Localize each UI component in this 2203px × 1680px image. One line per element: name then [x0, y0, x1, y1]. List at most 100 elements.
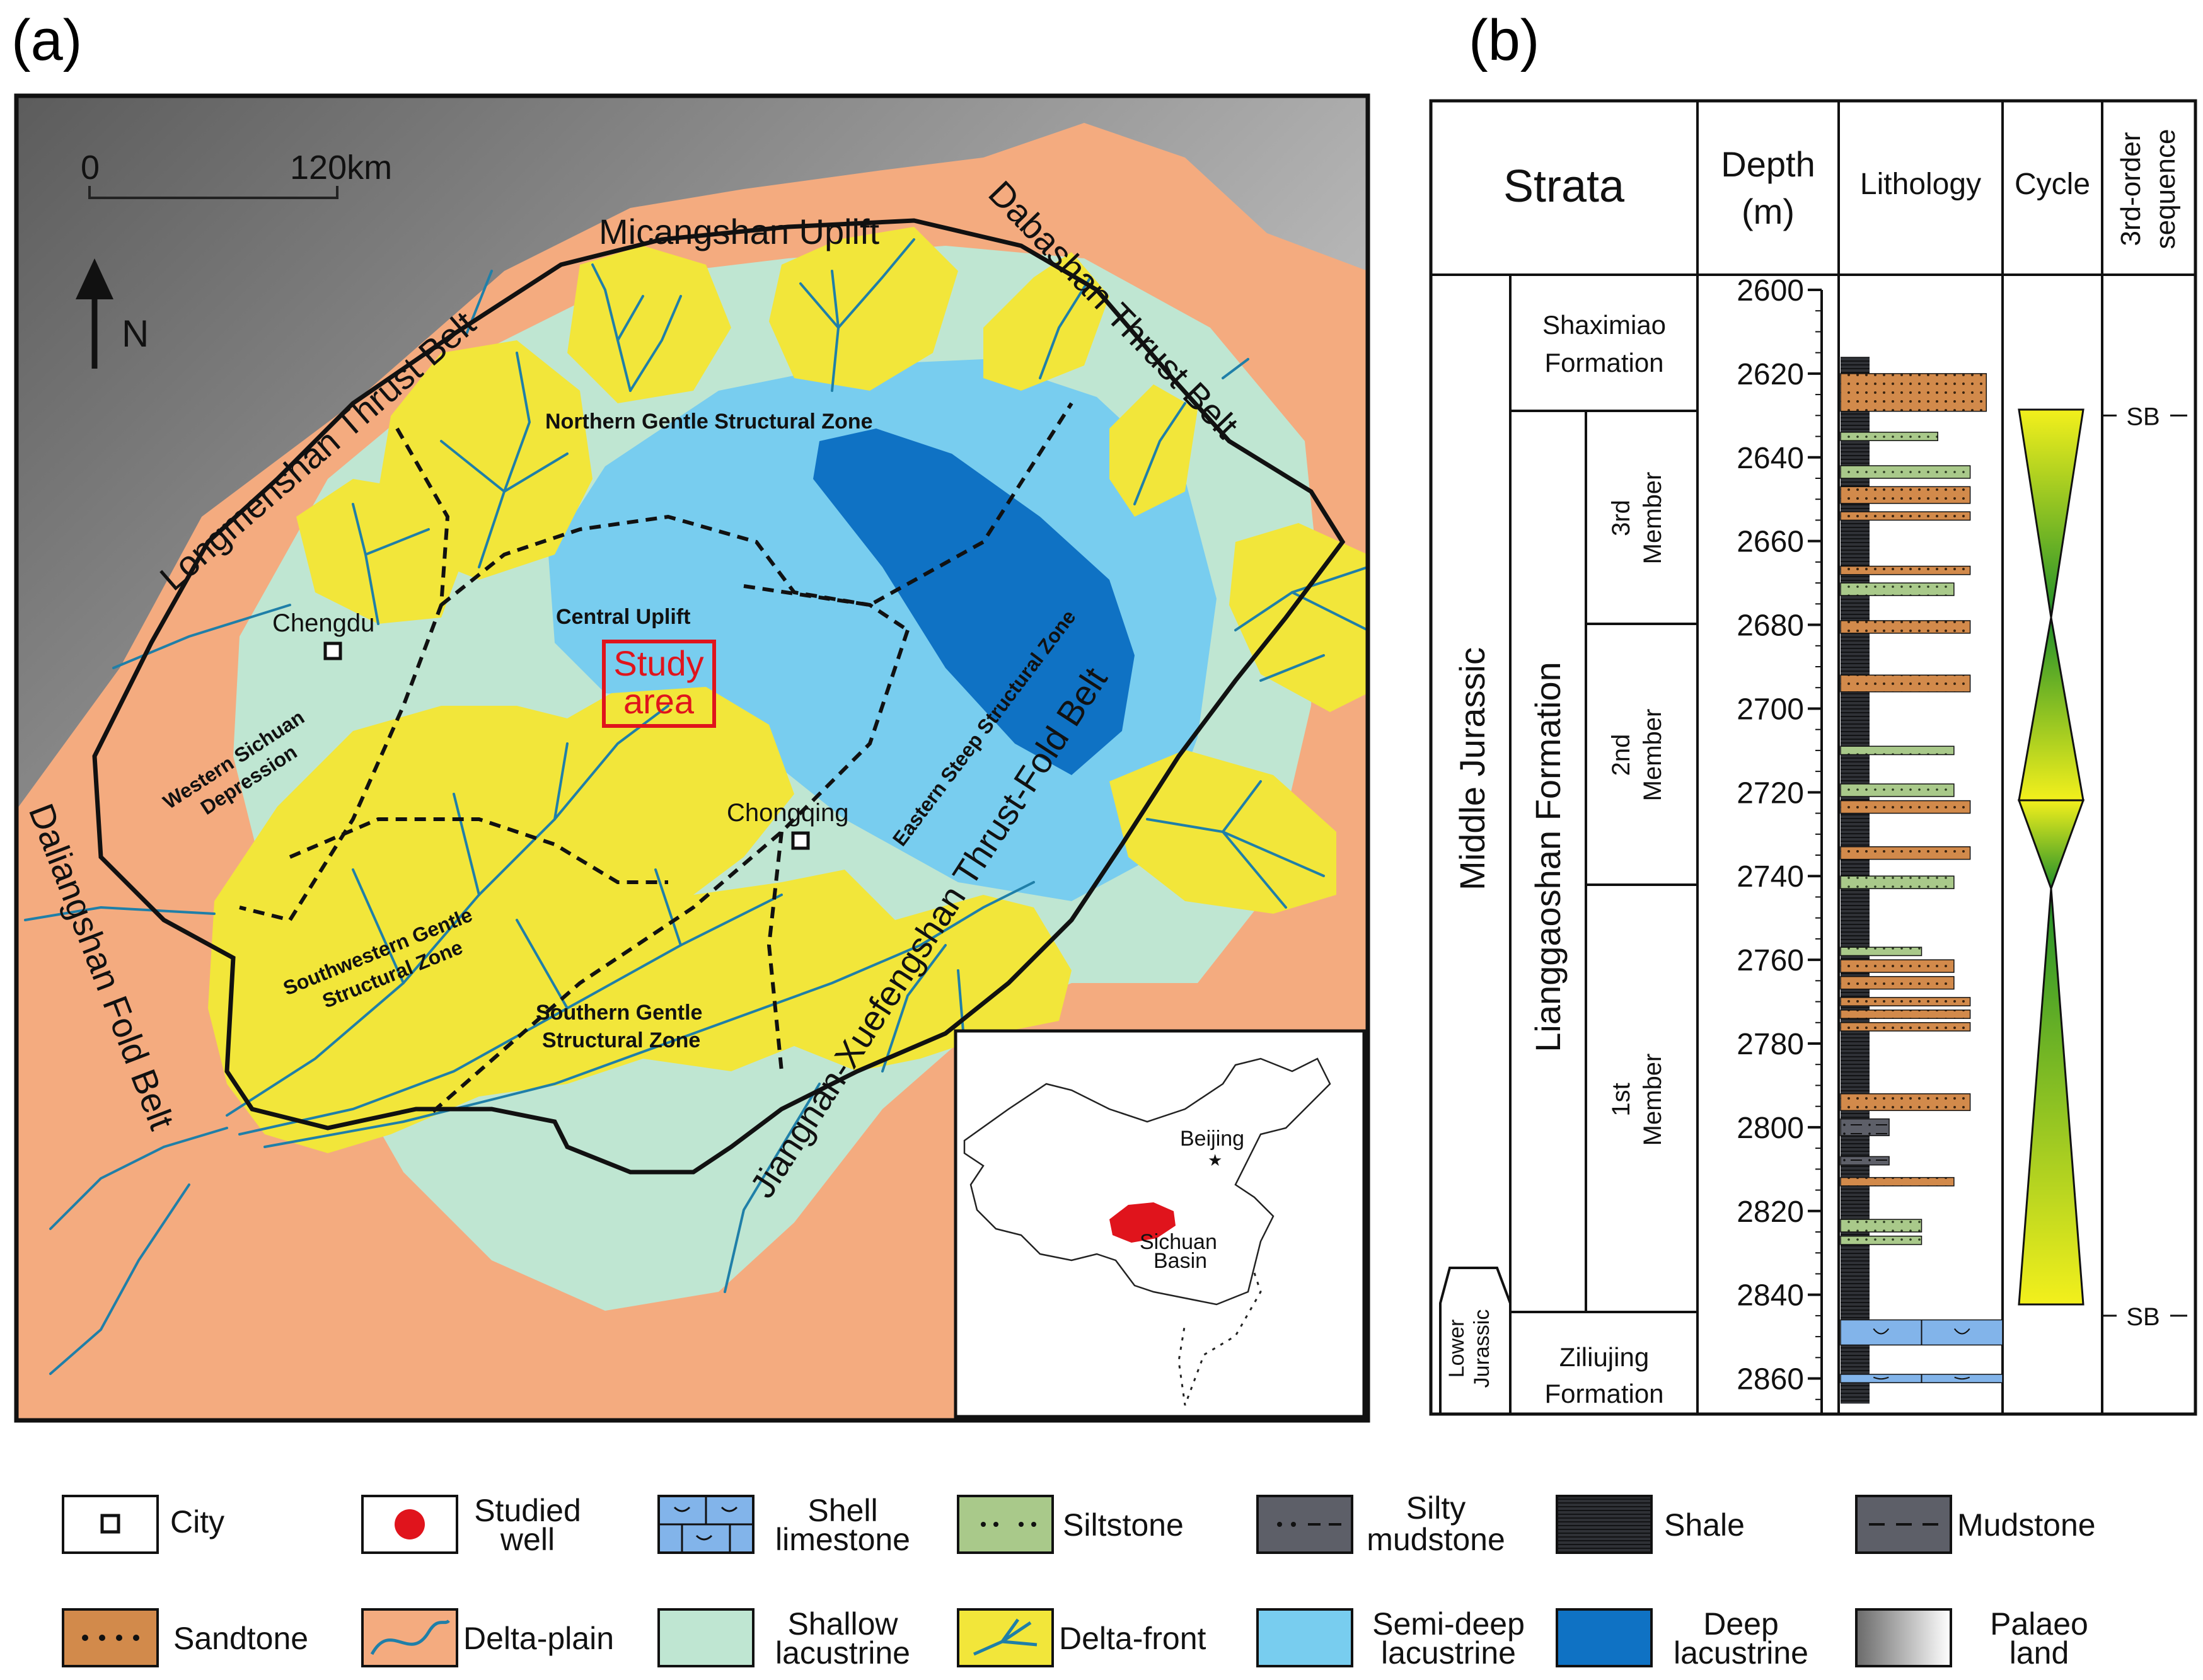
strat-column: Strata Depth (m) Lithology Cycle 3rd-ord…: [1429, 99, 2197, 1416]
bed-siltstone: [1840, 1235, 1923, 1245]
legend-studied-well: Studied well: [361, 1493, 581, 1557]
header-sequence-line2: sequence: [2150, 129, 2181, 250]
beijing-star: ★: [1208, 1151, 1222, 1170]
study-area-line2: area: [623, 681, 695, 721]
depth-tick-label: 2700: [1737, 693, 1804, 726]
depth-tick-label: 2740: [1737, 860, 1804, 894]
bed-sandstone: [1840, 1010, 1971, 1019]
bed-siltstone: [1840, 432, 1938, 441]
unit-member2-line1: 2nd: [1607, 734, 1635, 776]
depth-tick-label: 2660: [1737, 526, 1804, 559]
zone-central: Central Uplift: [556, 605, 690, 629]
unit-member2-line2: Member: [1639, 709, 1667, 802]
header-strata: Strata: [1503, 161, 1625, 212]
legend-semideep-line1: Semi-deep: [1372, 1606, 1525, 1642]
unit-member3-line1: 3rd: [1607, 500, 1635, 536]
bed-siltstone: [1840, 1219, 1923, 1233]
legend-deep: Deep lacustrine: [1556, 1606, 1808, 1671]
legend-shale-label: Shale: [1664, 1507, 1745, 1543]
legend-shale: Shale: [1556, 1495, 1745, 1554]
city-chongqing: Chongqing: [727, 799, 849, 850]
inset-basin-line2: Basin: [1154, 1249, 1207, 1273]
sichuan-basin-shape: [1109, 1202, 1176, 1243]
legend-siltstone: Siltstone: [957, 1495, 1184, 1554]
unit-ziliujing-line1: Ziliujing: [1559, 1342, 1649, 1372]
bed-siltstone: [1840, 946, 1923, 957]
bed-sandstone: [1840, 674, 1971, 693]
legend-shell-limestone-line2: limestone: [775, 1522, 910, 1557]
depth-tick-label: 2640: [1737, 442, 1804, 475]
legend-city-label: City: [170, 1504, 224, 1539]
bed-siltstone: [1840, 582, 1955, 596]
city-chengdu: Chengdu: [272, 609, 374, 660]
depth-tick-label: 2720: [1737, 776, 1804, 810]
legend-shell-limestone: Shell limestone: [657, 1493, 910, 1557]
zone-southern-line1: Southern Gentle: [536, 1001, 702, 1025]
bed-sandstone: [1840, 486, 1971, 504]
scale-distance: 120km: [290, 149, 392, 187]
header-cycle: Cycle: [2015, 168, 2090, 201]
depth-tick-label: 2620: [1737, 358, 1804, 391]
legend-silty-mudstone: Silty mudstone: [1256, 1490, 1505, 1557]
panel-b-label: (b): [1469, 8, 1539, 72]
study-area-line1: Study: [613, 643, 703, 683]
inset-beijing: Beijing: [1180, 1127, 1244, 1151]
depth-tick-label: 2860: [1737, 1363, 1804, 1396]
shell-mark: [1873, 1328, 1890, 1335]
depth-tick-label: 2680: [1737, 609, 1804, 643]
unit-middle-jurassic: Middle Jurassic: [1452, 647, 1492, 890]
legend-shallow: Shallow lacustrine: [657, 1606, 910, 1671]
unit-member3-line2: Member: [1639, 472, 1667, 565]
bed-sandstone: [1840, 846, 1971, 860]
inset-map: ★ Beijing Sichuan Basin: [954, 1029, 1366, 1418]
shell-mark: [1873, 1376, 1889, 1380]
legend-city: City: [62, 1495, 224, 1554]
bed-sandstone: [1840, 997, 1971, 1006]
depth-tick-label: 2800: [1737, 1112, 1804, 1145]
bed-siltstone: [1840, 783, 1955, 797]
header-depth-line1: Depth: [1721, 144, 1815, 184]
scale-zero: 0: [81, 149, 100, 187]
unit-shaximiao-line2: Formation: [1544, 348, 1663, 377]
legend-silty-mudstone-line1: Silty: [1406, 1490, 1466, 1526]
unit-ziliujing-line2: Formation: [1544, 1379, 1663, 1408]
bed-sandstone: [1840, 975, 1955, 990]
legend-studied-well-line2: well: [500, 1522, 555, 1557]
sb-label: SB: [2126, 403, 2160, 430]
north-arrow: N: [76, 258, 149, 369]
legend-siltstone-label: Siltstone: [1063, 1507, 1184, 1543]
unit-lower-jurassic-line2: Jurassic: [1470, 1309, 1494, 1388]
depth-tick-label: 2760: [1737, 944, 1804, 977]
unit-lianggaoshan: Lianggaoshan Formation: [1528, 662, 1568, 1052]
shell-mark: [1953, 1328, 1970, 1335]
bed-sandstone: [1840, 620, 1971, 634]
bed-sandstone: [1840, 800, 1971, 814]
header-sequence-line1: 3rd-order: [2115, 132, 2146, 246]
bed-sandstone: [1840, 959, 1955, 973]
bed-siltstone: [1840, 745, 1955, 756]
semi-deep-lacustrine-area: [548, 359, 1217, 901]
north-label: N: [122, 313, 149, 355]
deep-lacustrine-area: [813, 429, 1135, 775]
legend-palaeo-line1: Palaeo: [1990, 1606, 2088, 1642]
city-chengdu-label: Chengdu: [272, 609, 374, 637]
unit-lower-jurassic-line1: Lower: [1445, 1320, 1469, 1378]
lithology-column: [1840, 357, 2003, 1404]
bed-silty-mudstone: [1840, 1118, 1890, 1136]
legend-semideep: Semi-deep lacustrine: [1256, 1606, 1525, 1671]
legend-mudstone-label: Mudstone: [1957, 1507, 2096, 1543]
cycle-transgressive-lower: [2018, 888, 2084, 1306]
zone-northern: Northern Gentle Structural Zone: [545, 410, 873, 434]
bed-sandstone: [1840, 1177, 1955, 1187]
map-frame: [14, 93, 1370, 1423]
depth-tick-label: 2840: [1737, 1279, 1804, 1313]
depth-tick-label: 2780: [1737, 1028, 1804, 1061]
header-depth-line2: (m): [1742, 192, 1795, 231]
zone-southern-line2: Structural Zone: [542, 1028, 700, 1052]
bed-silty-mudstone: [1840, 1156, 1890, 1166]
legend-delta-plain: Delta-plain: [361, 1608, 614, 1667]
basin-boundary: [92, 218, 1346, 1175]
depth-tick-label: 2820: [1737, 1195, 1804, 1229]
scale-bar: 0 120km: [81, 149, 392, 199]
